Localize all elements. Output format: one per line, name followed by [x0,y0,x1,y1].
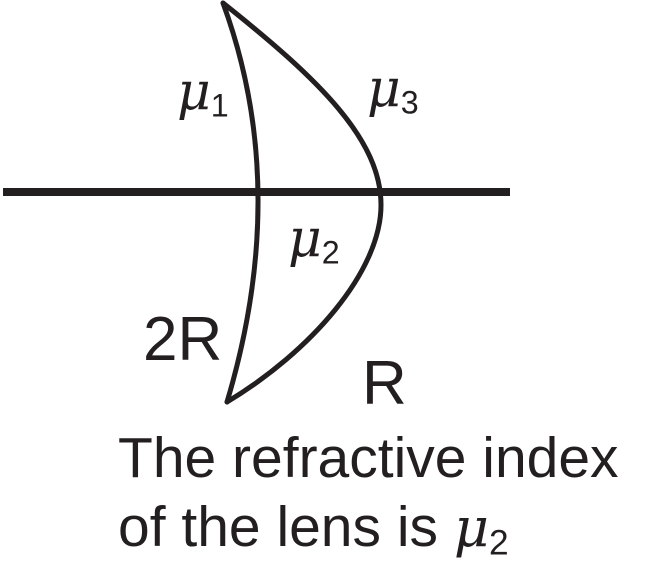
mu1-subscript: 1 [210,87,229,124]
caption-line-2-text: of the lens is [118,495,454,559]
label-2R: 2R [143,305,223,374]
mu1-symbol: μ [177,62,211,122]
lens-right-surface-R [220,0,384,405]
mu3-symbol: μ [367,59,401,119]
caption-mu-subscript: 2 [489,523,509,563]
mu2-subscript: 2 [321,234,340,271]
label-R: R [362,349,407,418]
mu2-symbol: μ [288,209,322,269]
caption-mu-symbol: μ [453,496,490,559]
lens-left-surface-2R [220,0,261,405]
caption-line-2: of the lens is μ2 [118,493,619,577]
label-mu3: μ3 [367,63,419,119]
label-mu1: μ1 [177,66,229,122]
label-mu2: μ2 [288,213,340,269]
figure-caption: The refractive index of the lens is μ2 [118,424,619,577]
caption-line-1: The refractive index [118,426,619,490]
mu3-subscript: 3 [400,84,419,121]
